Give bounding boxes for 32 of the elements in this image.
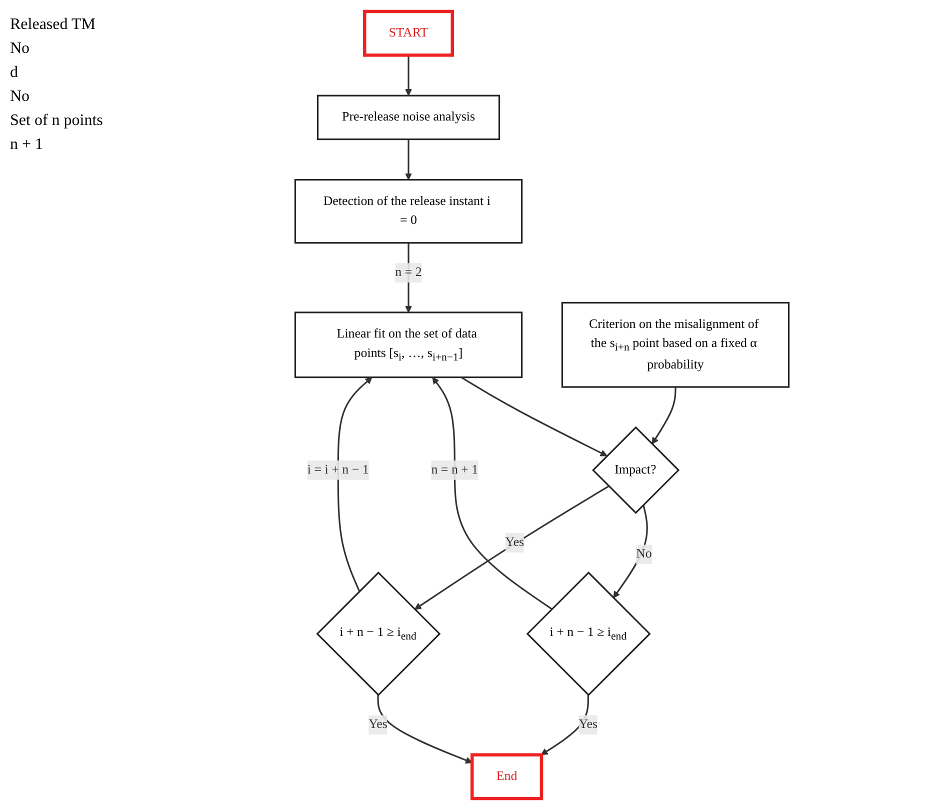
arrow <box>540 694 588 756</box>
node-box: Detection of the release instant i = 0 <box>294 178 522 244</box>
note-label: Set of n points <box>10 112 104 130</box>
node-diamond: i + n − 1 ≥ i$_{end}$ <box>526 572 650 696</box>
node-box: Pre-release noise analysis <box>316 94 500 140</box>
edge-label: Yes <box>504 535 524 550</box>
edge-label: Yes <box>368 718 387 732</box>
node-box: START <box>362 10 454 57</box>
node-box: Criterion on the misalignment of the s$_{i+n}$ point based on a fixed α probability <box>560 302 790 388</box>
edge-label: Yes <box>578 718 598 732</box>
arrow <box>432 376 552 610</box>
edge-label: i = i + n − 1 <box>306 462 368 477</box>
node-diamond: Impact? <box>591 426 680 514</box>
arrow <box>404 55 412 96</box>
edge-label: n = 2 <box>394 266 422 280</box>
note-label: Released TM <box>10 16 96 34</box>
arrow <box>414 485 609 610</box>
arrow <box>612 504 648 598</box>
arrow <box>376 694 472 764</box>
note-label: d <box>10 64 19 82</box>
arrow <box>460 376 607 456</box>
arrow <box>404 139 412 180</box>
arrow <box>336 376 372 592</box>
edge-label: No <box>636 547 652 561</box>
arrow <box>651 387 676 444</box>
node-diamond: i + n − 1 ≥ i$_{end}$ <box>316 572 440 696</box>
note-label: No <box>10 40 31 58</box>
note-label: n + 1 <box>10 136 44 154</box>
edge-label: n = n + 1 <box>430 462 478 477</box>
note-label: No <box>10 88 31 106</box>
node-box: End <box>470 753 543 800</box>
node-box: Linear fit on the set of data points [s$_{i}$, …, s$_{i+n−1}$] <box>294 312 522 378</box>
